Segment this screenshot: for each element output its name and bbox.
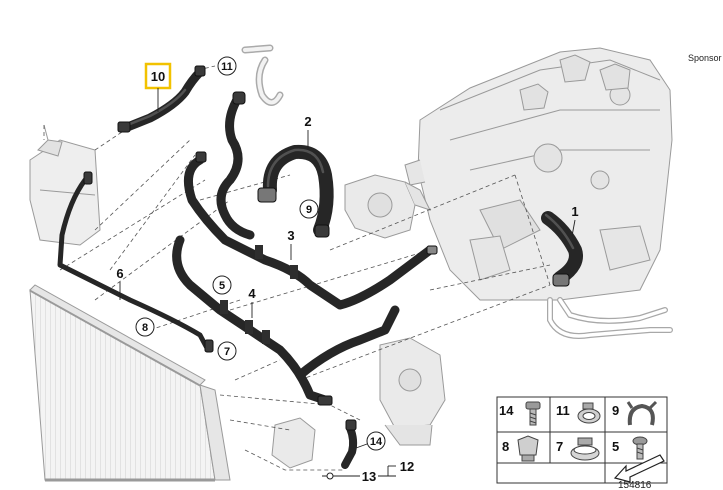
svg-text:8: 8 (502, 439, 509, 454)
callout-7-label: 7 (224, 346, 230, 358)
callout-7: 7 (217, 341, 237, 361)
water-pump (344, 174, 431, 239)
hose-brackets (220, 245, 298, 344)
legend-item-8: 8 (502, 435, 539, 462)
callout-12: 12 (387, 459, 414, 476)
svg-text:7: 7 (556, 439, 563, 454)
callout-13: 13 (322, 469, 396, 484)
svg-text:5: 5 (612, 439, 619, 454)
hose-part-2 (262, 144, 334, 237)
parts-legend: 14 11 9 8 (496, 396, 668, 484)
hose-upper-snake (216, 93, 255, 240)
plug-connector-icon (517, 435, 539, 462)
callout-6-label: 6 (116, 266, 123, 281)
bolt-icon (525, 401, 541, 426)
callout-3: 3 (287, 228, 295, 260)
legend-item-5: 5 (612, 436, 648, 460)
hose-fittings (83, 65, 570, 431)
legend-item-9: 9 (612, 400, 658, 426)
callout-1: 1 (571, 204, 579, 237)
spring-clip-icon (626, 400, 658, 426)
svg-text:14: 14 (499, 403, 514, 418)
callout-12-label: 12 (400, 459, 414, 474)
callout-6: 6 (116, 266, 124, 300)
radiator (29, 284, 231, 482)
expansion-tank (29, 124, 101, 246)
auxiliary-pump (271, 417, 316, 469)
callout-10-label: 10 (151, 69, 165, 84)
callout-5: 5 (212, 275, 232, 295)
callout-4-label: 4 (248, 286, 256, 301)
callout-8: 8 (135, 317, 155, 337)
callout-11: 11 (217, 56, 237, 76)
callout-3-label: 3 (287, 228, 294, 243)
screw-icon (632, 436, 648, 460)
callout-2: 2 (304, 114, 312, 150)
callout-13-label: 13 (362, 469, 376, 484)
callout-4: 4 (248, 286, 256, 318)
callout-2-label: 2 (304, 114, 311, 129)
callout-8-label: 8 (142, 322, 148, 334)
callout-9-label: 9 (306, 204, 312, 216)
callout-1-label: 1 (571, 204, 578, 219)
callout-9: 9 (299, 199, 319, 219)
callout-11-label: 11 (221, 61, 233, 73)
callout-10: 10 (144, 62, 172, 112)
callout-14: 14 (355, 431, 386, 451)
orientation-arrow-icon (613, 454, 665, 483)
callout-5-label: 5 (219, 280, 225, 292)
engine-block (404, 47, 673, 301)
callout-14-label: 14 (370, 436, 383, 448)
thermostat-housing (379, 337, 446, 446)
hose-part-14 (341, 424, 358, 469)
sponsor-label: Sponsor (688, 53, 722, 63)
svg-text:11: 11 (556, 403, 570, 418)
band-clamp-icon (570, 437, 600, 461)
svg-text:9: 9 (612, 403, 619, 418)
legend-item-14: 14 (499, 401, 541, 426)
legend-item-7: 7 (556, 437, 600, 461)
hose-part-3 (183, 155, 435, 310)
diagram-number: 154816 (618, 480, 652, 490)
hose-clamp-icon (577, 402, 601, 424)
hose-part-6 (57, 177, 211, 353)
legend-item-11: 11 (556, 402, 601, 424)
